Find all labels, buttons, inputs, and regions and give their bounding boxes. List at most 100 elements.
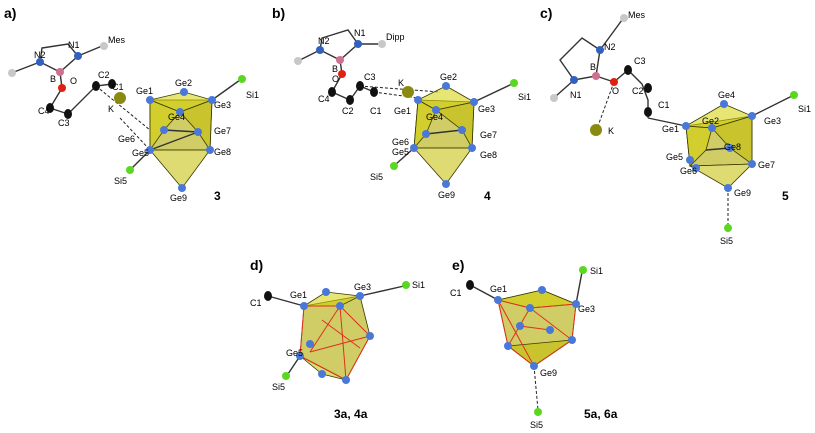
mes-atom <box>620 14 628 22</box>
ge9-atom <box>530 362 538 370</box>
si5-bond <box>131 149 151 169</box>
label-ge2: Ge2 <box>175 78 192 88</box>
label-si1: Si1 <box>518 92 531 102</box>
label-ge6: Ge6 <box>392 137 409 147</box>
ge2-atom <box>708 124 716 132</box>
red-mesh <box>299 305 371 381</box>
label-ge9: Ge9 <box>540 368 557 378</box>
panel-label-d: d) <box>250 257 263 273</box>
label-b: B <box>590 62 596 72</box>
label-c4: C4 <box>318 94 330 104</box>
ge5-atom <box>296 352 304 360</box>
k-atom <box>590 124 602 136</box>
compound-label-a: 3 <box>214 189 221 203</box>
ge4-atom <box>720 100 728 108</box>
ge2-atom <box>180 88 188 96</box>
ge8-atom <box>546 326 554 334</box>
label-ge7: Ge7 <box>214 126 231 136</box>
label-c3: C3 <box>364 72 376 82</box>
label-c1: C1 <box>112 82 124 92</box>
ge4-atom <box>176 108 184 116</box>
panel-d: d) C1 Ge1 Ge3 Ge5 Si1 Si5 <box>250 257 425 421</box>
ge9-cluster <box>299 291 371 381</box>
ge7-atom <box>748 160 756 168</box>
n2-mes-bond <box>599 19 623 51</box>
label-b: B <box>332 64 338 74</box>
label-si5: Si5 <box>370 172 383 182</box>
o-atom <box>338 70 346 78</box>
label-c3: C3 <box>634 56 646 66</box>
b-atom <box>592 72 600 80</box>
label-ge2: Ge2 <box>440 72 457 82</box>
ge9-cluster <box>684 103 754 189</box>
label-o: O <box>70 76 77 86</box>
label-ge5: Ge5 <box>392 147 409 157</box>
k-contact <box>597 81 615 127</box>
si1-bond <box>473 83 513 103</box>
ge7-atom <box>568 336 576 344</box>
label-ge3: Ge3 <box>578 304 595 314</box>
ge5-atom <box>410 144 418 152</box>
n1-atom <box>570 76 578 84</box>
si1-atom <box>579 266 587 274</box>
label-o: O <box>332 74 339 84</box>
ge5-atom <box>686 156 694 164</box>
label-si5: Si5 <box>530 420 543 430</box>
c4-atom <box>46 103 54 113</box>
ge4-atom <box>336 302 344 310</box>
label-ge3: Ge3 <box>214 100 231 110</box>
panel-a: a) Mes N1 N2 B O C2 C1 C4 C3 K <box>4 5 259 203</box>
si5-atom <box>724 224 732 232</box>
n1-mes-bond <box>77 45 103 57</box>
ge9-atom <box>342 376 350 384</box>
panel-b: b) Dipp N1 N2 B O C3 C4 C2 C1 K <box>272 5 531 203</box>
c1-atom <box>264 291 272 301</box>
label-si1: Si1 <box>246 90 259 100</box>
ligand-chain <box>613 69 649 118</box>
label-c2: C2 <box>342 106 354 116</box>
ge6-atom <box>516 322 524 330</box>
dipp-atom <box>378 40 386 48</box>
ge3-atom <box>748 112 756 120</box>
c3-atom <box>356 81 364 91</box>
label-ge7: Ge7 <box>758 160 775 170</box>
substituent-atom <box>550 94 558 102</box>
label-si1: Si1 <box>798 104 811 114</box>
ge3-atom <box>470 98 478 106</box>
c1-atom <box>108 79 116 89</box>
ge8-atom <box>468 144 476 152</box>
label-ge6: Ge6 <box>118 134 135 144</box>
ge4-atom <box>432 106 440 114</box>
compound-label-b: 4 <box>484 189 491 203</box>
label-ge1: Ge1 <box>394 106 411 116</box>
mes-atom <box>100 42 108 50</box>
label-n2: N2 <box>34 50 46 60</box>
ge6-atom <box>422 130 430 138</box>
k-contact <box>359 85 441 93</box>
c2-atom <box>644 83 652 93</box>
ge9-atom <box>724 184 732 192</box>
o-atom <box>610 78 618 86</box>
si1-bond <box>359 285 405 297</box>
ge7-atom <box>194 128 202 136</box>
label-c2: C2 <box>98 70 110 80</box>
ge2-atom <box>322 288 330 296</box>
nhc-ring <box>559 37 601 81</box>
n2-atom <box>316 46 324 54</box>
label-n1: N1 <box>570 90 582 100</box>
c4-atom <box>328 87 336 97</box>
label-ge9: Ge9 <box>438 190 455 200</box>
ge1-atom <box>414 96 422 104</box>
o-atom <box>58 84 66 92</box>
label-b: B <box>50 74 56 84</box>
ge5-atom <box>146 146 154 154</box>
n1-atom <box>74 52 82 60</box>
ge9-cluster <box>148 91 214 189</box>
label-c1: C1 <box>658 100 670 110</box>
ge6-atom <box>160 126 168 134</box>
label-ge5: Ge5 <box>666 152 683 162</box>
k-atom <box>402 86 414 98</box>
si5-atom <box>126 166 134 174</box>
label-o: O <box>612 86 619 96</box>
